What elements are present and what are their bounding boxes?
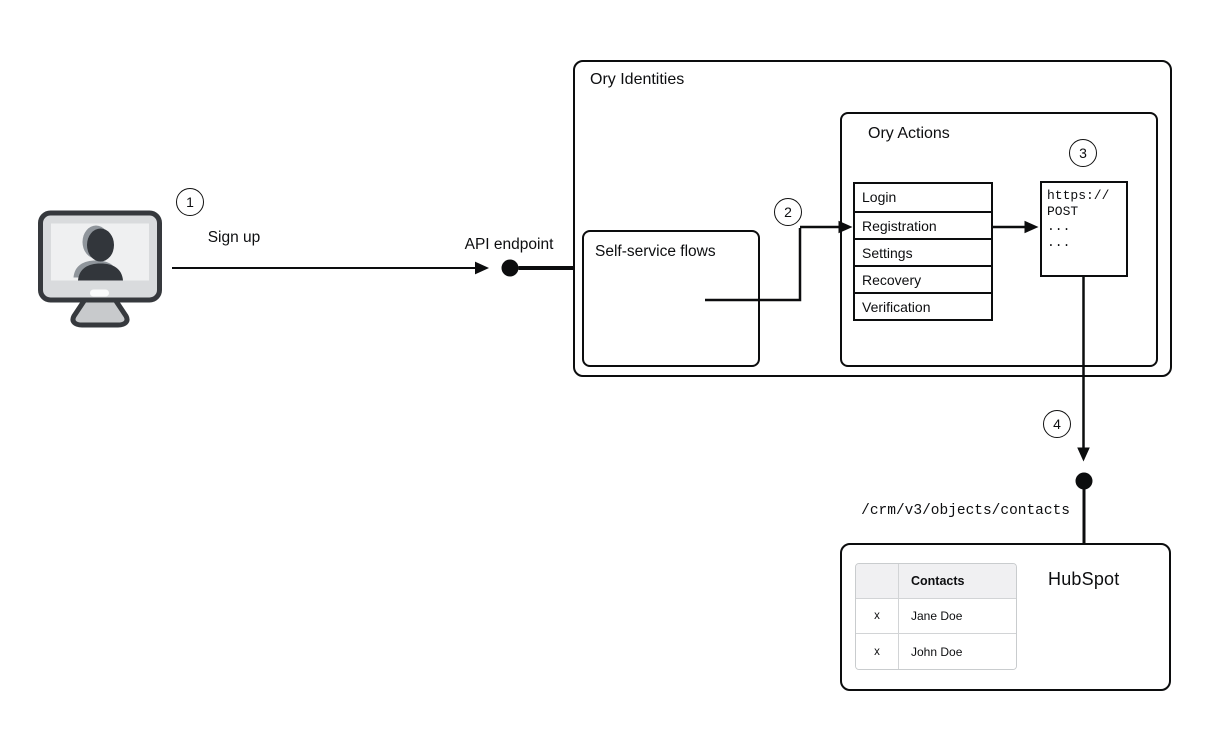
step-badge-4: 4 [1043,410,1071,438]
monitor-user-icon [38,210,162,328]
signup-label: Sign up [207,229,261,246]
webhook-line-method: POST [1047,203,1079,219]
self-service-flows-title: Self-service flows [595,243,716,260]
step-badge-1: 1 [176,188,204,216]
step-badge-2: 2 [774,198,802,226]
step-number: 3 [1079,145,1087,161]
contacts-table-header: Contacts [899,564,1016,599]
contact-row-action: x [856,599,899,634]
webhook-line-ellipsis: ... [1047,234,1071,250]
step-number: 1 [186,194,194,210]
ory-actions-title: Ory Actions [868,125,950,142]
contact-row-name: John Doe [899,634,1016,669]
self-service-flow-list: Login Registration Settings Recovery Ver… [853,182,993,321]
api-endpoint-label: API endpoint [464,236,554,253]
contacts-table: Contacts x Jane Doe x John Doe [855,563,1017,670]
flow-row-verification: Verification [855,292,991,319]
step-number: 4 [1053,416,1061,432]
self-service-flows-box: Self-service flows [582,230,760,367]
step-badge-3: 3 [1069,139,1097,167]
ory-identities-title: Ory Identities [590,71,685,88]
api-endpoint-dot [501,259,519,277]
monitor-button [90,289,109,297]
flow-row-recovery: Recovery [855,265,991,292]
flow-row-registration: Registration [855,211,991,238]
contacts-table-corner-cell [856,564,899,599]
contact-row-action: x [856,634,899,669]
hubspot-box: HubSpot [840,543,1171,691]
flow-row-settings: Settings [855,238,991,265]
down-arrowhead [1077,447,1090,462]
step-number: 2 [784,204,792,220]
crm-api-path-label: /crm/v3/objects/contacts [861,503,1070,519]
webhook-line-url: https:// [1047,188,1110,203]
webhook-line-ellipsis: ... [1047,219,1071,234]
flow-row-login: Login [855,184,991,211]
ory-actions-box: Ory Actions [840,112,1158,367]
user-silhouette [78,228,123,281]
signup-arrowhead [475,261,489,275]
ory-identities-box: Ory Identities [573,60,1172,377]
monitor-stand [70,295,130,328]
contact-row-name: Jane Doe [899,599,1016,634]
user-monitor-icon [34,206,166,338]
webhook-request-box: https:// POST ... ... [1040,181,1128,277]
hubspot-title: HubSpot [1048,569,1120,589]
hubspot-endpoint-dot [1075,472,1093,490]
